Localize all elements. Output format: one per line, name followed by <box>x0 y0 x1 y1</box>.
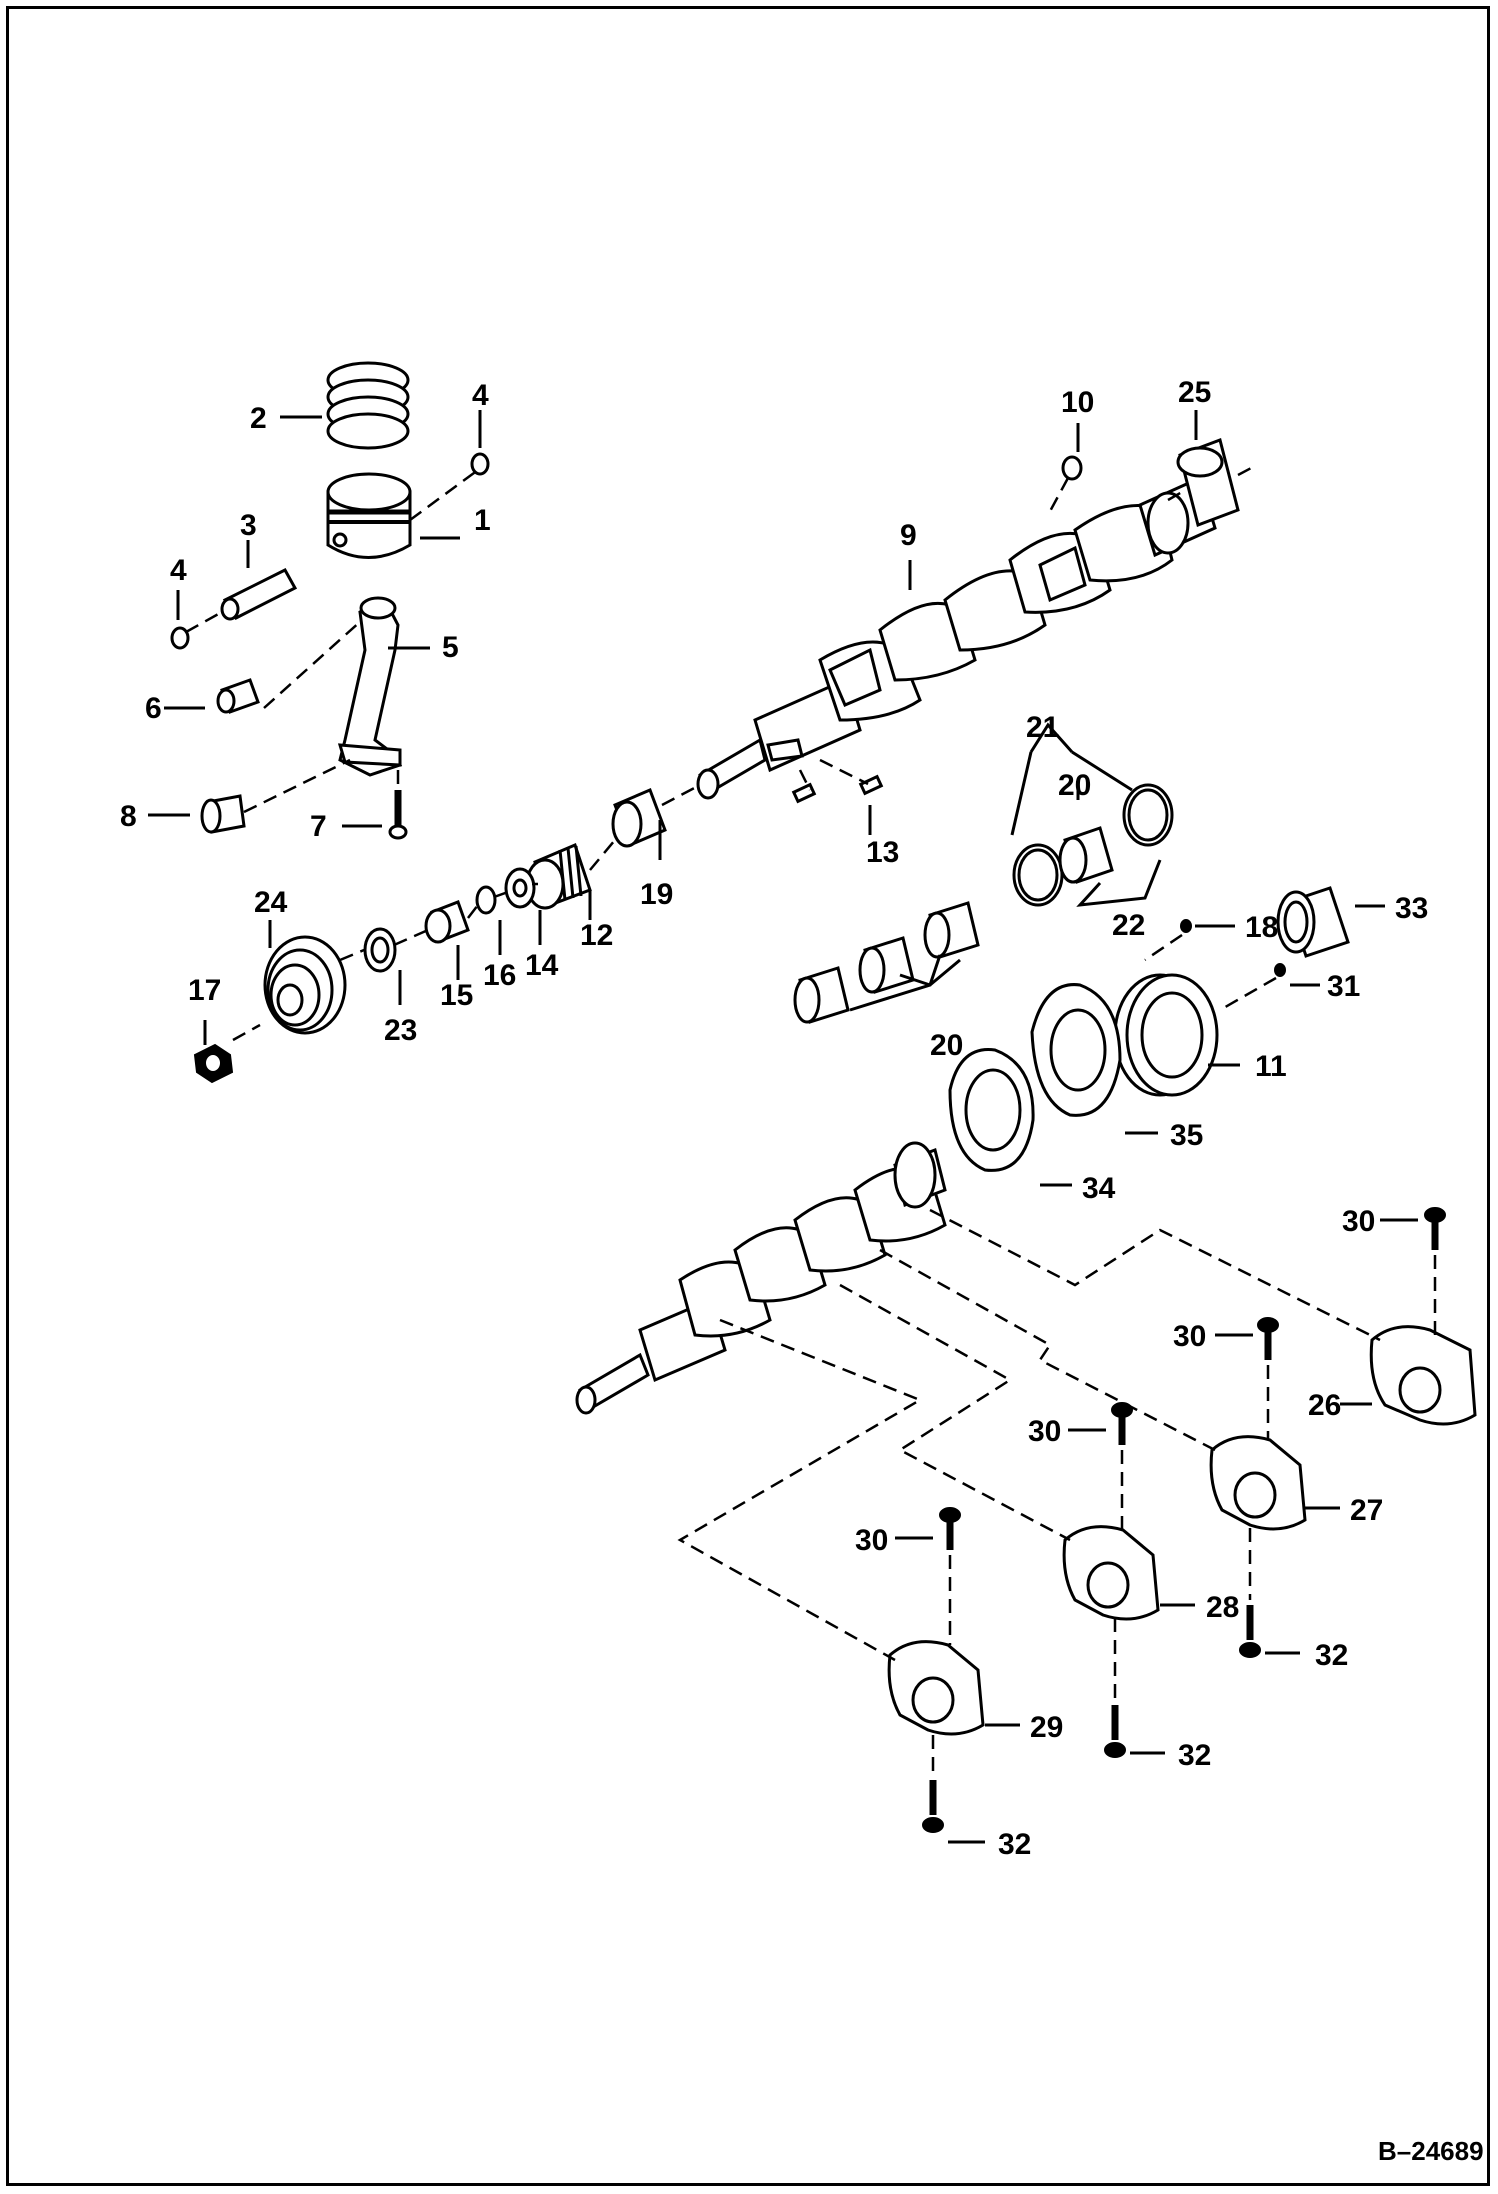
retainer-plate <box>1030 983 1122 1117</box>
callout-19: 19 <box>640 878 673 911</box>
connecting-rod <box>337 596 403 777</box>
snap-ring-line <box>185 610 223 634</box>
plug-line <box>1046 477 1070 516</box>
callout-29: 29 <box>1030 1711 1063 1744</box>
callout-15: 15 <box>440 979 473 1012</box>
callout-21: 21 <box>1026 711 1059 744</box>
main-cap-28 <box>1062 1525 1160 1621</box>
callout-25: 25 <box>1178 376 1211 409</box>
snap-ring-right <box>470 452 490 476</box>
callout-31: 31 <box>1327 970 1360 1003</box>
callout-20b: 20 <box>930 1029 963 1062</box>
callout-27: 27 <box>1350 1494 1383 1527</box>
callout-35: 35 <box>1170 1119 1203 1152</box>
front-seal <box>363 927 397 973</box>
crankshaft-lower <box>575 1141 947 1415</box>
callout-32a: 32 <box>1315 1639 1348 1672</box>
callout-32c: 32 <box>998 1828 1031 1861</box>
callout-22: 22 <box>1112 909 1145 942</box>
piston-pin <box>220 568 298 621</box>
callout-24: 24 <box>254 886 288 919</box>
bushing-line <box>263 619 363 709</box>
main-cap-27 <box>1209 1435 1307 1531</box>
cap-26-line <box>929 1208 1381 1342</box>
callout-18: 18 <box>1245 911 1278 944</box>
callout-6: 6 <box>145 692 162 725</box>
diagram-frame <box>6 6 1490 2186</box>
seal-retainer <box>1113 973 1219 1097</box>
callout-34: 34 <box>1082 1172 1116 1205</box>
main-bearings <box>793 901 980 1024</box>
main-cap-29 <box>887 1640 985 1736</box>
callout-4a: 4 <box>472 379 489 412</box>
callout-1: 1 <box>474 504 491 537</box>
rod-bolt <box>388 790 408 840</box>
thrust-washers <box>1012 783 1174 907</box>
oil-seal <box>1276 886 1350 958</box>
callout-30d: 30 <box>855 1524 888 1557</box>
callout-5: 5 <box>442 631 459 664</box>
piston <box>326 472 412 559</box>
plug <box>1061 455 1083 481</box>
callout-8: 8 <box>120 800 137 833</box>
callout-14: 14 <box>525 949 559 982</box>
callout-11: 11 <box>1255 1050 1287 1083</box>
retainer-bolt-lines <box>1144 933 1277 1012</box>
callout-3: 3 <box>240 509 257 542</box>
callout-30a: 30 <box>1342 1205 1375 1238</box>
piston-rings <box>326 361 410 450</box>
rod-bearing <box>200 794 246 834</box>
bolt-31 <box>1274 963 1286 977</box>
collar <box>424 900 470 944</box>
cap-27-line <box>879 1248 1216 1452</box>
sleeve-line <box>1167 464 1256 502</box>
cap-28-line <box>839 1283 1071 1542</box>
pulley-nut <box>193 1043 234 1084</box>
pulley <box>263 935 347 1035</box>
callout-13: 13 <box>866 836 899 869</box>
callout-9: 9 <box>900 519 917 552</box>
front-assembly-line <box>232 839 616 1042</box>
callout-12: 12 <box>580 919 613 952</box>
cap-bolt-lines <box>931 1255 1437 1775</box>
callout-23: 23 <box>384 1014 417 1047</box>
callout-20a: 20 <box>1058 769 1091 802</box>
leader-lines <box>148 410 1418 1844</box>
callout-2: 2 <box>250 402 267 435</box>
rear-bearing-sleeve <box>1176 438 1240 527</box>
cap-bolts <box>922 1207 1446 1833</box>
snap-ring-left <box>170 626 190 650</box>
figure-reference: B–24689 <box>1378 2136 1484 2166</box>
key-line-1 <box>798 769 812 791</box>
crank-gear <box>525 842 592 910</box>
callout-26: 26 <box>1308 1389 1341 1422</box>
callout-33: 33 <box>1395 892 1428 925</box>
callout-10: 10 <box>1061 386 1094 419</box>
main-cap-26 <box>1369 1325 1477 1426</box>
bolt-18 <box>1180 919 1192 933</box>
woodruff-keys <box>791 774 884 804</box>
o-ring <box>475 885 497 915</box>
callout-28: 28 <box>1206 1591 1239 1624</box>
front-bearing <box>611 788 667 848</box>
piston-pin-line <box>409 468 479 522</box>
callout-30c: 30 <box>1028 1415 1061 1448</box>
front-bearing-line <box>661 783 701 807</box>
bushing <box>216 678 260 714</box>
callout-4b: 4 <box>170 554 187 587</box>
callout-32b: 32 <box>1178 1739 1211 1772</box>
callout-labels: 1 2 3 4 4 5 6 7 8 9 10 11 12 13 14 15 16… <box>120 376 1428 1861</box>
callout-7: 7 <box>310 810 327 843</box>
gasket <box>948 1048 1035 1172</box>
callout-30b: 30 <box>1173 1320 1206 1353</box>
washer <box>504 867 536 909</box>
crankshaft-upper <box>696 475 1217 800</box>
callout-16: 16 <box>483 959 516 992</box>
bearing-line <box>243 758 351 814</box>
upper-bearing-set <box>1058 826 1114 884</box>
callout-17: 17 <box>188 974 221 1007</box>
cap-29-line <box>677 1318 923 1662</box>
key-line-2 <box>819 758 869 786</box>
